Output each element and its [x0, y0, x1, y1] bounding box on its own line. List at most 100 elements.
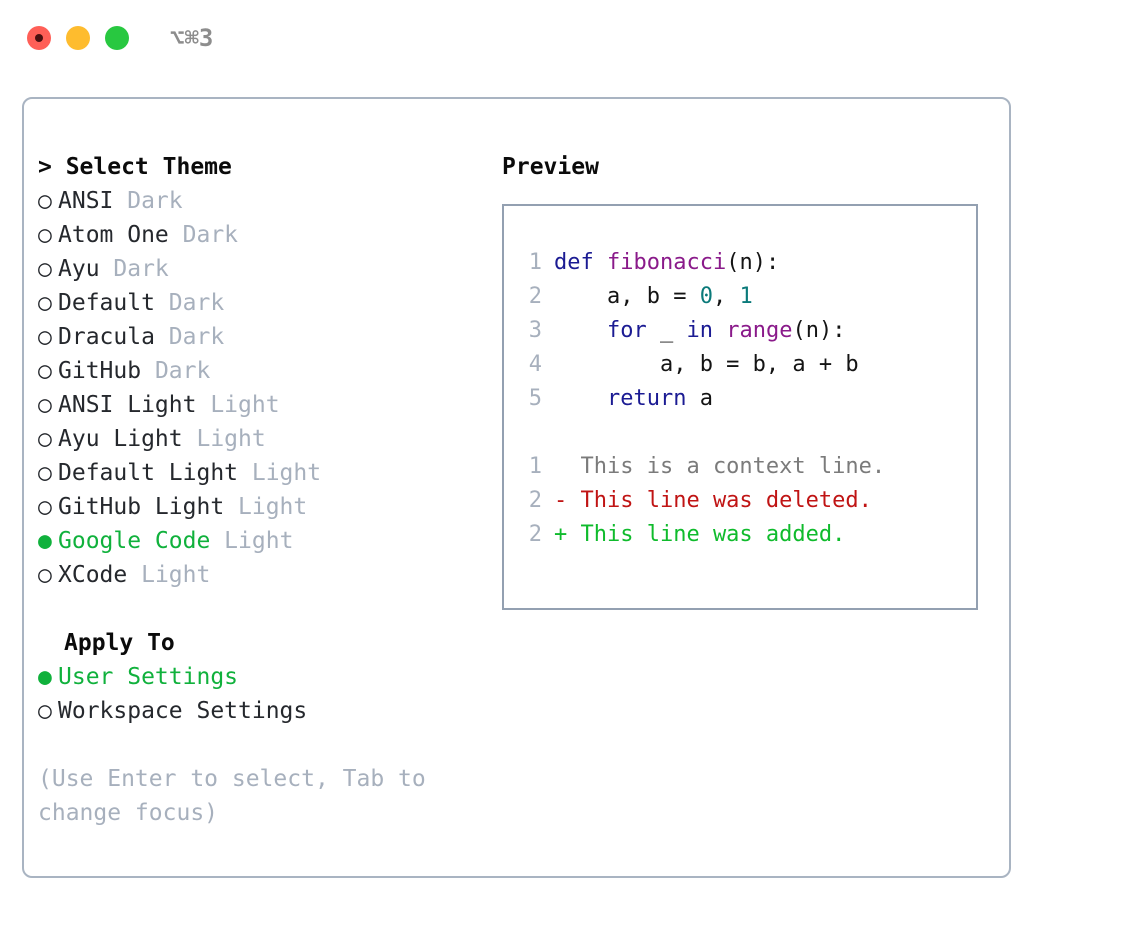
code-line: 4 a, b = b, a + b	[504, 348, 976, 382]
option-label: User Settings	[58, 664, 239, 690]
option-variant-label: Light	[224, 494, 308, 520]
option-label: Ayu	[58, 256, 100, 282]
radio-unselected-icon: ○	[38, 324, 52, 350]
code-token	[554, 318, 607, 343]
content-panel: > Select Theme ○ANSI Dark○Atom One Dark○…	[22, 97, 1011, 878]
code-token: 0	[699, 284, 713, 309]
theme-option-ansi[interactable]: ○ANSI Dark	[38, 184, 498, 218]
option-label: Ayu Light	[58, 426, 183, 452]
code-token: return	[606, 386, 687, 411]
preview-title: Preview	[502, 154, 599, 180]
diff-sample: 1 This is a context line.2- This line wa…	[504, 450, 976, 552]
radio-unselected-icon: ○	[38, 698, 52, 724]
option-label: ANSI Light	[58, 392, 197, 418]
code-token: a	[686, 386, 713, 411]
option-label: Workspace Settings	[58, 698, 308, 724]
code-token: a, b =	[554, 284, 700, 309]
apply-to-option-list: ●User Settings○Workspace Settings	[38, 660, 498, 728]
keyboard-shortcut-label: ⌥⌘3	[170, 24, 214, 52]
line-number: 2	[528, 284, 542, 309]
option-variant-label: Dark	[99, 256, 169, 282]
option-variant-label: Dark	[154, 324, 225, 350]
option-label: Dracula	[58, 324, 155, 350]
option-variant-label: Light	[196, 392, 280, 418]
radio-unselected-icon: ○	[38, 392, 52, 418]
apply-option-user-settings[interactable]: ●User Settings	[38, 660, 498, 694]
line-number: 2	[528, 488, 542, 513]
diff-line: 1 This is a context line.	[504, 450, 976, 484]
line-number: 5	[528, 386, 542, 411]
keyboard-hint-text: (Use Enter to select, Tab to change focu…	[38, 766, 440, 826]
code-token: 1	[739, 284, 753, 309]
option-variant-label: Dark	[154, 290, 225, 316]
maximize-button[interactable]	[105, 26, 129, 50]
code-token: range	[726, 318, 793, 343]
apply-option-workspace-settings[interactable]: ○Workspace Settings	[38, 694, 498, 728]
theme-option-github-light[interactable]: ○GitHub Light Light	[38, 490, 498, 524]
theme-option-ayu-light[interactable]: ○Ayu Light Light	[38, 422, 498, 456]
theme-option-default-light[interactable]: ○Default Light Light	[38, 456, 498, 490]
code-token: a, b = b, a + b	[554, 352, 859, 377]
option-label: GitHub	[58, 358, 142, 384]
theme-picker-column: > Select Theme ○ANSI Dark○Atom One Dark○…	[38, 150, 498, 830]
code-token: for	[606, 318, 647, 343]
radio-unselected-icon: ○	[38, 222, 52, 248]
theme-picker-header: > Select Theme	[38, 154, 232, 180]
code-token: def	[554, 250, 607, 275]
code-token	[713, 318, 726, 343]
diff-line: 2 + This line was added.	[504, 518, 976, 552]
minimize-button[interactable]	[66, 26, 90, 50]
option-label: ANSI	[58, 188, 114, 214]
code-diff-gap	[504, 416, 976, 450]
radio-selected-icon: ●	[38, 528, 52, 554]
theme-option-dracula[interactable]: ○Dracula Dark	[38, 320, 498, 354]
option-label: Google Code	[58, 528, 211, 554]
code-token: (n):	[792, 318, 846, 343]
line-number: 2	[528, 522, 542, 547]
option-label: XCode	[58, 562, 128, 588]
code-token: _	[646, 318, 687, 343]
option-variant-label: Dark	[141, 358, 211, 384]
radio-unselected-icon: ○	[38, 188, 52, 214]
theme-option-ansi-light[interactable]: ○ANSI Light Light	[38, 388, 498, 422]
theme-option-google-code[interactable]: ●Google Code Light	[38, 524, 498, 558]
option-variant-label: Light	[182, 426, 266, 452]
theme-option-xcode[interactable]: ○XCode Light	[38, 558, 498, 592]
title-bar: ⌥⌘3	[0, 0, 1140, 78]
line-number: 1	[528, 454, 542, 479]
code-line: 5 return a	[504, 382, 976, 416]
line-number: 4	[528, 352, 542, 377]
option-variant-label: Light	[210, 528, 294, 554]
code-line: 3 for _ in range(n):	[504, 314, 976, 348]
theme-option-github[interactable]: ○GitHub Dark	[38, 354, 498, 388]
code-line: 2 a, b = 0, 1	[504, 280, 976, 314]
diff-line: 2- This line was deleted.	[504, 484, 976, 518]
code-token: (n):	[726, 250, 780, 275]
radio-unselected-icon: ○	[38, 562, 52, 588]
theme-option-atom-one[interactable]: ○Atom One Dark	[38, 218, 498, 252]
close-button[interactable]	[27, 26, 51, 50]
radio-unselected-icon: ○	[38, 426, 52, 452]
radio-selected-icon: ●	[38, 664, 52, 690]
theme-option-list: ○ANSI Dark○Atom One Dark○Ayu Dark○Defaul…	[38, 184, 498, 592]
theme-option-ayu[interactable]: ○Ayu Dark	[38, 252, 498, 286]
option-variant-label: Light	[127, 562, 211, 588]
code-token	[554, 386, 607, 411]
apply-to-header: Apply To	[64, 630, 175, 656]
option-label: Default Light	[58, 460, 239, 486]
radio-unselected-icon: ○	[38, 290, 52, 316]
line-number: 3	[528, 318, 542, 343]
option-label: Default	[58, 290, 155, 316]
radio-unselected-icon: ○	[38, 460, 52, 486]
diff-text: + This line was added.	[554, 522, 846, 547]
option-variant-label: Light	[238, 460, 322, 486]
list-spacer	[38, 592, 498, 626]
theme-option-default[interactable]: ○Default Dark	[38, 286, 498, 320]
code-token: in	[686, 318, 713, 343]
two-column-layout: > Select Theme ○ANSI Dark○Atom One Dark○…	[24, 99, 1009, 876]
